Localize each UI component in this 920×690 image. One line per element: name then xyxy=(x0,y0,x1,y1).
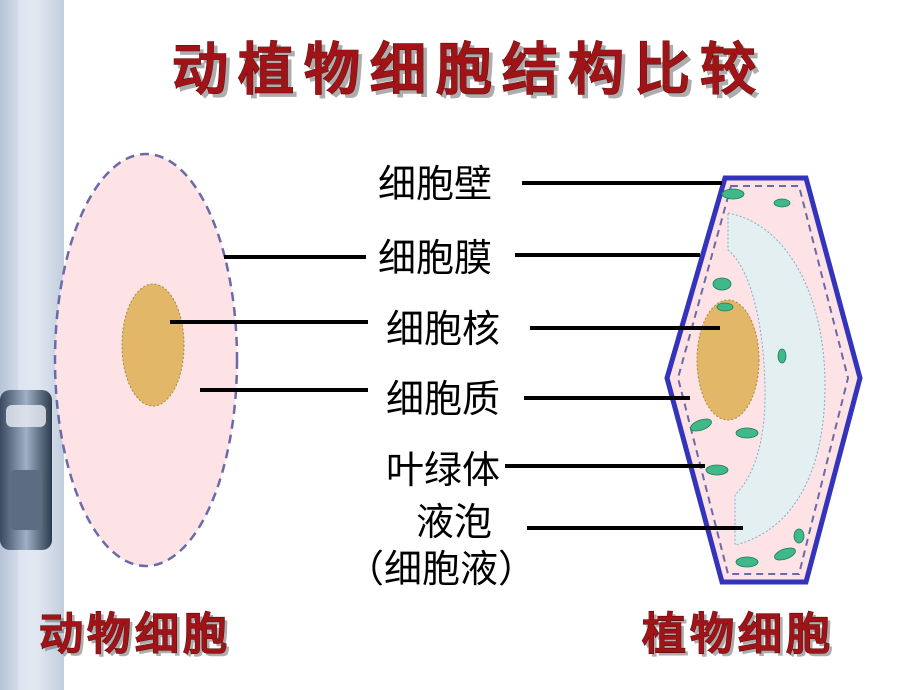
chloroplast xyxy=(712,277,732,291)
title-shadow: 动植物细胞结构比较 xyxy=(176,41,770,107)
chloroplast xyxy=(716,302,734,312)
chloroplast xyxy=(777,348,787,364)
plant-cell-wall xyxy=(664,175,863,585)
label-cytoplasm: 细胞质 xyxy=(386,377,500,421)
leader-lines xyxy=(170,181,743,530)
label-vacuole: 液泡 xyxy=(416,500,492,544)
chloroplast xyxy=(735,427,759,439)
animal-cell-label: 动物细胞 xyxy=(39,609,231,660)
plant-cell-nucleus xyxy=(696,299,760,421)
plant-cell-label-shadow: 植物细胞 xyxy=(645,612,837,663)
chloroplast xyxy=(690,418,712,432)
label-chloroplast: 叶绿体 xyxy=(386,448,500,492)
chloroplasts xyxy=(690,188,805,568)
chloroplast xyxy=(793,528,805,544)
plant-cell xyxy=(664,175,863,585)
chloroplast xyxy=(721,188,745,200)
chloroplast xyxy=(735,556,759,568)
label-cell-membrane: 细胞膜 xyxy=(378,236,492,280)
animal-cell-label-shadow: 动物细胞 xyxy=(42,612,234,663)
label-nucleus: 细胞核 xyxy=(386,307,500,351)
title-group: 动植物细胞结构比较 动植物细胞结构比较 xyxy=(172,37,770,107)
label-cell-sap: （细胞液） xyxy=(346,547,536,591)
chloroplast xyxy=(774,547,796,561)
bottom-labels: 动物细胞 动物细胞 植物细胞 植物细胞 xyxy=(39,609,837,663)
plant-cell-vacuole xyxy=(727,212,826,546)
structure-labels: 细胞壁 细胞膜 细胞核 细胞质 叶绿体 液泡 （细胞液） xyxy=(346,162,536,591)
plant-cell-membrane xyxy=(676,185,850,575)
left-decorative-bar xyxy=(0,0,64,690)
animal-cell-nucleus xyxy=(121,283,185,407)
chloroplast xyxy=(705,464,729,476)
label-cell-wall: 细胞壁 xyxy=(378,162,492,206)
page-title: 动植物细胞结构比较 xyxy=(172,37,766,103)
plant-cell-label: 植物细胞 xyxy=(642,609,834,660)
animal-cell xyxy=(53,152,239,568)
chloroplast xyxy=(773,198,791,208)
